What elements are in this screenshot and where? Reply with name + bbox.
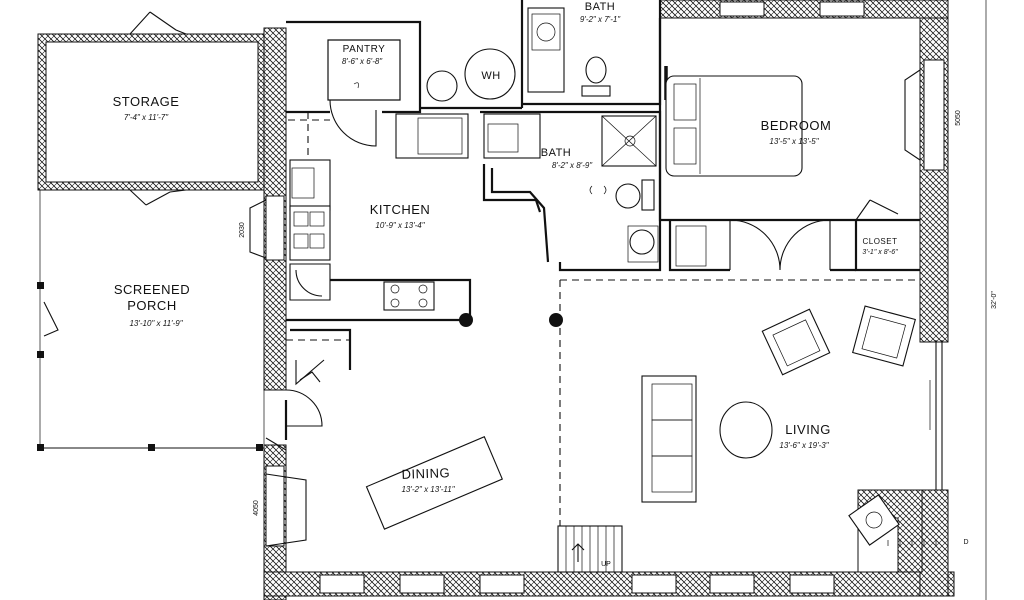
porch-dims: 13'-10" x 11'-9" <box>129 319 183 328</box>
bedroom-label: BEDROOM <box>761 118 832 133</box>
porch-post <box>37 444 44 451</box>
window-top <box>719 1 765 17</box>
pantry-label: PANTRY <box>343 44 386 55</box>
window-bottom <box>709 574 755 594</box>
bath-mid: BATH 8'-2" x 8'-9" <box>480 110 662 272</box>
armchair <box>852 305 916 367</box>
window-code-right: 5050 <box>955 110 962 126</box>
porch-post <box>37 351 44 358</box>
porch-post <box>37 282 44 289</box>
overall-dimension: 32'-0" D <box>887 0 998 600</box>
porch-label-2: PORCH <box>127 298 176 313</box>
storage-dims: 7'-4" x 11'-7" <box>124 113 169 122</box>
window-bottom <box>789 574 835 594</box>
kitchen-label: KITCHEN <box>370 202 431 217</box>
storage-label: STORAGE <box>113 94 180 109</box>
window-bottom <box>319 574 365 594</box>
closet-dims: 3'-1" x 8'-6" <box>862 249 898 256</box>
window-top <box>819 1 865 17</box>
bath-top-label: BATH <box>585 1 616 13</box>
kitchen-dims: 10'-9" x 13'-4" <box>375 221 425 230</box>
window-right <box>923 59 945 171</box>
refrigerator <box>395 113 469 159</box>
sink-top <box>536 22 556 42</box>
kitchen: KITCHEN 10'-9" x 13'-4" <box>285 110 473 427</box>
scale-mark: D <box>963 539 968 546</box>
exterior-walls <box>263 0 955 600</box>
sofa <box>641 375 697 503</box>
washer-dryer <box>464 48 516 100</box>
coffee-table <box>719 401 773 459</box>
column <box>459 313 473 327</box>
porch-post <box>256 444 263 451</box>
window-left <box>265 465 285 547</box>
window-bottom <box>631 574 677 594</box>
storage-double-door-top <box>129 11 187 35</box>
dining: DINING 13'-2" x 13'-11" <box>365 436 504 530</box>
toilet-mid <box>615 183 641 209</box>
screened-porch: SCREENED PORCH 13'-10" x 11'-9" <box>37 189 265 451</box>
porch-label: SCREENED <box>114 282 190 297</box>
bedroom: BEDROOM 13'-5" x 13'-5" CLOSET 3'-1" x 8… <box>658 18 920 272</box>
window-code-left-bottom: 4050 <box>253 500 260 516</box>
pantry: PANTRY 8'-6" x 6'-8" <box>286 20 422 147</box>
dining-table <box>365 436 504 530</box>
stove <box>383 281 435 311</box>
utility: WH <box>420 48 522 110</box>
bath-top-dims: 9'-2" x 7'-1" <box>580 15 621 24</box>
storage-double-door-bottom <box>129 189 187 206</box>
interior-walls <box>265 400 288 451</box>
living-label: LIVING <box>785 422 831 437</box>
column <box>549 313 563 327</box>
bath-mid-cabinet <box>483 113 541 159</box>
stairs: UP <box>557 525 623 573</box>
window-bottom <box>399 574 445 594</box>
bath-mid-dims: 8'-2" x 8'-9" <box>552 161 593 170</box>
bedroom-dims: 13'-5" x 13'-5" <box>769 137 819 146</box>
pillow <box>673 127 697 165</box>
bath-mid-label: BATH <box>541 147 572 159</box>
overall-dim-label: 32'-0" <box>991 291 998 309</box>
porch-screen-door <box>43 301 59 337</box>
armchair <box>761 308 831 376</box>
bath-top: BATH 9'-2" x 7'-1" <box>520 0 662 108</box>
window-bottom <box>479 574 525 594</box>
porch-post <box>148 444 155 451</box>
storage-room: STORAGE 7'-4" x 11'-7" <box>37 11 267 206</box>
pillow <box>673 83 697 121</box>
toilet-top <box>585 56 607 84</box>
living: LIVING 13'-6" x 19'-3" <box>549 279 943 546</box>
window-left <box>265 195 285 261</box>
window-bays: 5050 2030 4050 <box>239 69 962 547</box>
stairs-up-label: UP <box>601 561 611 568</box>
living-dims: 13'-6" x 19'-3" <box>779 441 829 450</box>
sink-mid <box>629 229 655 255</box>
pantry-dims: 8'-6" x 6'-8" <box>342 57 383 66</box>
closet-label: CLOSET <box>862 237 897 246</box>
wh-label: WH <box>481 70 500 82</box>
water-tank <box>426 70 458 102</box>
window-code-left-top: 2030 <box>239 222 246 238</box>
armchair <box>848 494 900 546</box>
dining-dims: 13'-2" x 13'-11" <box>401 485 455 494</box>
dining-label: DINING <box>401 465 450 482</box>
